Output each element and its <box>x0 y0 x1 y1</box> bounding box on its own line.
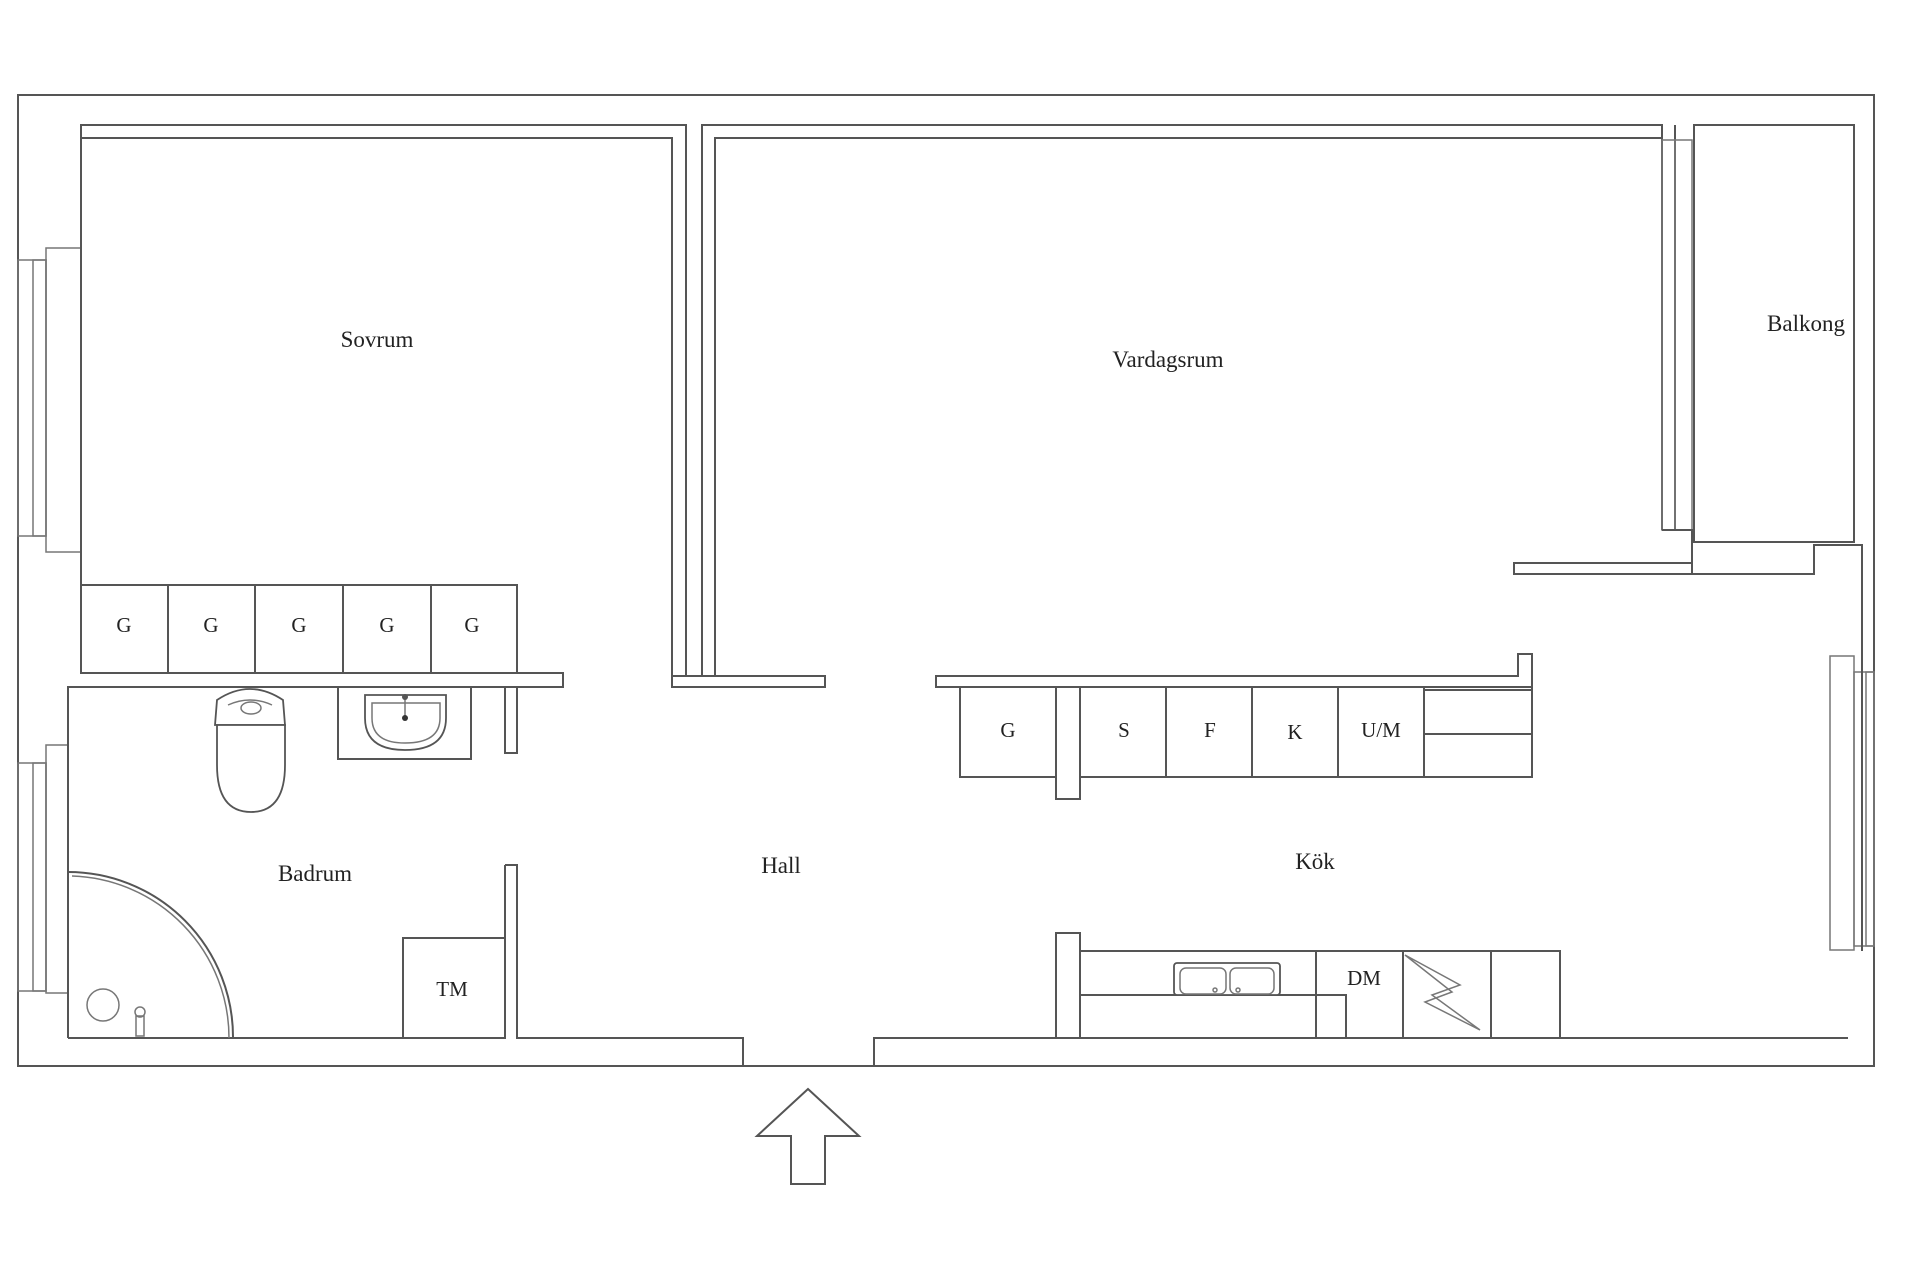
kitchen-sink-icon <box>1173 962 1281 996</box>
room-label-badrum: Badrum <box>278 861 352 886</box>
stove-icon <box>1402 950 1492 1039</box>
kitchen-unit-label: U/M <box>1361 718 1401 742</box>
hall-wall-left <box>671 675 826 688</box>
kitchen-counter <box>1055 932 1561 1039</box>
outer-wall <box>17 94 1875 1067</box>
kitchen-unit-label: S <box>1118 718 1130 742</box>
wardrobe-label: G <box>464 613 479 637</box>
room-label-vardagsrum: Vardagsrum <box>1112 347 1223 372</box>
arrow-up-icon <box>754 1087 862 1185</box>
dishwasher-label: DM <box>1347 966 1381 990</box>
bathroom-inner-wall <box>505 864 744 1066</box>
kitchen-cabinet-row <box>959 686 1533 800</box>
kitchen-unit-label: K <box>1287 720 1302 744</box>
wardrobe-label: G <box>203 613 218 637</box>
kitchen-unit-label: G <box>1000 718 1015 742</box>
wardrobe-label: G <box>379 613 394 637</box>
bathroom-sink-icon <box>337 686 472 760</box>
washing-machine-box <box>402 937 506 1039</box>
window-bathroom <box>17 744 69 994</box>
bathroom-wall <box>67 672 564 1038</box>
kitchen-unit-label: F <box>1204 718 1216 742</box>
room-label-balkong: Balkong <box>1767 311 1845 336</box>
window-kitchen <box>1829 655 1875 951</box>
wardrobe-label: G <box>291 613 306 637</box>
living-room-wall <box>701 124 1663 677</box>
room-label-hall: Hall <box>761 853 801 878</box>
room-label-sovrum: Sovrum <box>341 327 414 352</box>
entrance-opening <box>873 1037 1848 1066</box>
toilet-icon <box>214 688 286 813</box>
balcony-door <box>1513 139 1863 951</box>
bathroom-partition <box>504 687 518 754</box>
bedroom-wall <box>80 124 687 677</box>
balcony <box>1693 124 1855 543</box>
room-label-kok: Kök <box>1295 849 1335 874</box>
washing-machine-label: TM <box>436 977 468 1001</box>
window-bedroom <box>17 247 82 553</box>
wardrobe-label: G <box>116 613 131 637</box>
kitchen-upper-wall <box>935 653 1533 688</box>
shower-icon <box>67 871 235 1039</box>
